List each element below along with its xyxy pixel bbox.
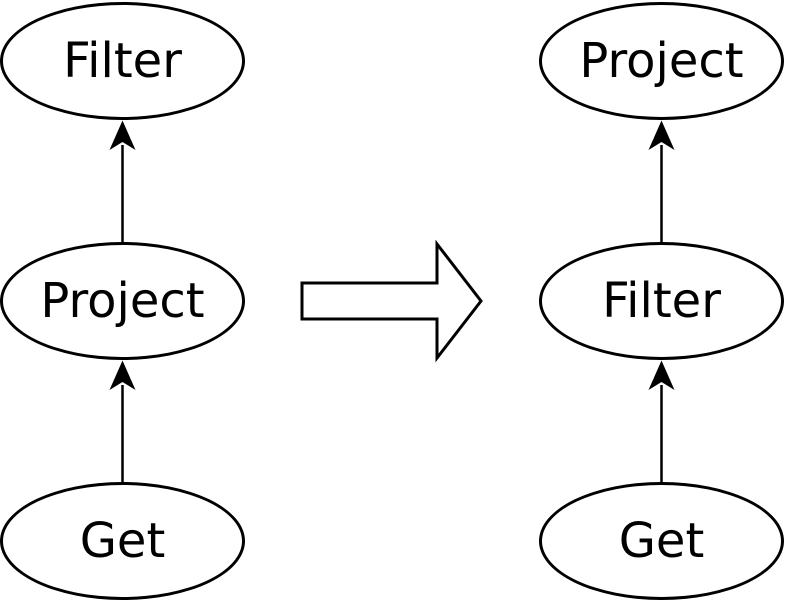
before-project-node: Project	[0, 242, 245, 360]
edge-before-project-to-filter	[109, 120, 136, 243]
before-filter-label: Filter	[63, 33, 182, 89]
edge-after-filter-to-project	[648, 120, 675, 243]
before-get-label: Get	[79, 513, 166, 569]
after-filter-label: Filter	[602, 273, 721, 329]
after-project-node: Project	[539, 2, 784, 120]
after-project-label: Project	[579, 33, 744, 89]
before-project-label: Project	[40, 273, 205, 329]
after-get-label: Get	[618, 513, 705, 569]
edge-before-get-to-project	[109, 360, 136, 483]
before-get-node: Get	[0, 482, 245, 600]
right-arrow-icon	[300, 239, 483, 363]
after-filter-node: Filter	[539, 242, 784, 360]
before-filter-node: Filter	[0, 2, 245, 120]
edge-after-get-to-filter	[648, 360, 675, 483]
after-get-node: Get	[539, 482, 784, 600]
